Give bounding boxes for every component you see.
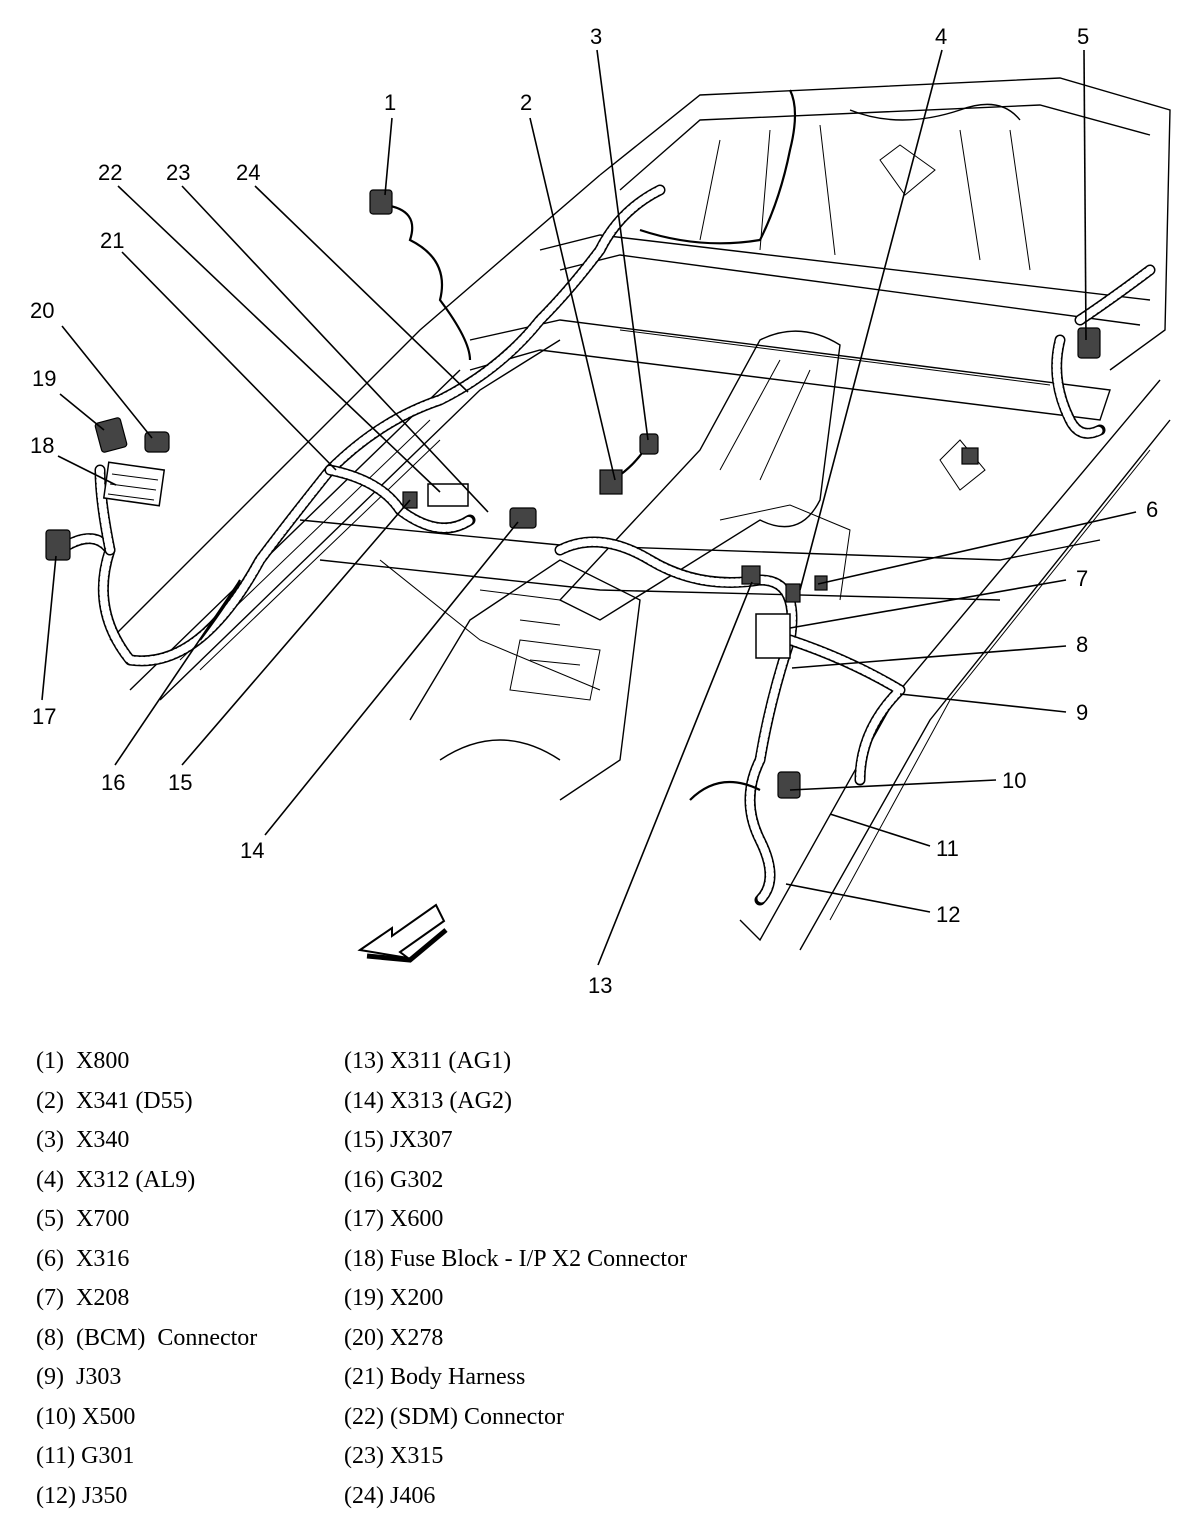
callout-16: 16 (101, 770, 125, 795)
legend-item: (8) (BCM) Connector (36, 1324, 258, 1351)
harness-diagram: 1 2 3 4 5 6 7 8 9 10 11 12 13 14 15 16 1… (30, 24, 1171, 998)
legend-item: (3) X340 (36, 1127, 130, 1153)
callout-5: 5 (1077, 24, 1089, 49)
callout-labels: 1 2 3 4 5 6 7 8 9 10 11 12 13 14 15 16 1… (30, 24, 1158, 998)
legend-item: (14) X313 (AG2) (344, 1087, 512, 1114)
callout-1: 1 (384, 90, 396, 115)
legend-item: (24) J406 (344, 1482, 436, 1509)
legend-column-left: (1) X800 (2) X341 (D55) (3) X340 (4) X31… (36, 1042, 257, 1516)
callout-23: 23 (166, 160, 190, 185)
callout-17: 17 (32, 704, 56, 729)
callout-22: 22 (98, 160, 122, 185)
callout-21: 21 (100, 228, 124, 253)
callout-15: 15 (168, 770, 192, 795)
callout-2: 2 (520, 90, 532, 115)
legend-item: (1) X800 (36, 1048, 130, 1074)
wiring-harness-illustration (45, 89, 1156, 963)
legend-item: (12) J350 (36, 1482, 128, 1509)
callout-24: 24 (236, 160, 260, 185)
legend-item: (20) X278 (344, 1324, 444, 1351)
legend-item: (10) X500 (36, 1403, 136, 1430)
callout-18: 18 (30, 433, 54, 458)
legend-item: (16) G302 (344, 1166, 444, 1193)
callout-20: 20 (30, 298, 54, 323)
callout-9: 9 (1076, 700, 1088, 725)
floor-pan-illustration (109, 77, 1171, 951)
callout-3: 3 (590, 24, 602, 49)
legend-item: (18) Fuse Block - I/P X2 Connector (344, 1245, 688, 1272)
legend-item: (17) X600 (344, 1206, 444, 1232)
legend-item: (5) X700 (36, 1206, 130, 1232)
legend-item: (11) G301 (36, 1443, 135, 1469)
callout-8: 8 (1076, 632, 1088, 657)
callout-7: 7 (1076, 566, 1088, 591)
legend-item: (19) X200 (344, 1285, 444, 1311)
legend-item: (7) X208 (36, 1285, 130, 1311)
callout-11: 11 (936, 836, 959, 861)
callout-14: 14 (240, 838, 264, 863)
callout-10: 10 (1002, 768, 1026, 793)
callout-4: 4 (935, 24, 947, 49)
legend-item: (22) (SDM) Connector (344, 1403, 564, 1430)
legend-item: (4) X312 (AL9) (36, 1166, 196, 1193)
legend-column-right: (13) X311 (AG1) (14) X313 (AG2) (15) JX3… (344, 1042, 687, 1516)
legend-item: (23) X315 (344, 1443, 444, 1469)
legend-item: (21) Body Harness (344, 1364, 526, 1390)
legend-item: (6) X316 (36, 1245, 130, 1272)
legend-item: (2) X341 (D55) (36, 1087, 193, 1114)
component-legend: (1) X800 (2) X341 (D55) (3) X340 (4) X31… (0, 1030, 1200, 1520)
callout-13: 13 (588, 973, 612, 998)
legend-item: (9) J303 (36, 1364, 122, 1390)
legend-item: (15) JX307 (344, 1127, 453, 1153)
front-direction-arrow (357, 903, 446, 959)
callout-19: 19 (32, 366, 56, 391)
legend-item: (13) X311 (AG1) (344, 1048, 512, 1074)
callout-6: 6 (1146, 497, 1158, 522)
leader-lines (41, 49, 1137, 966)
callout-12: 12 (936, 902, 960, 927)
